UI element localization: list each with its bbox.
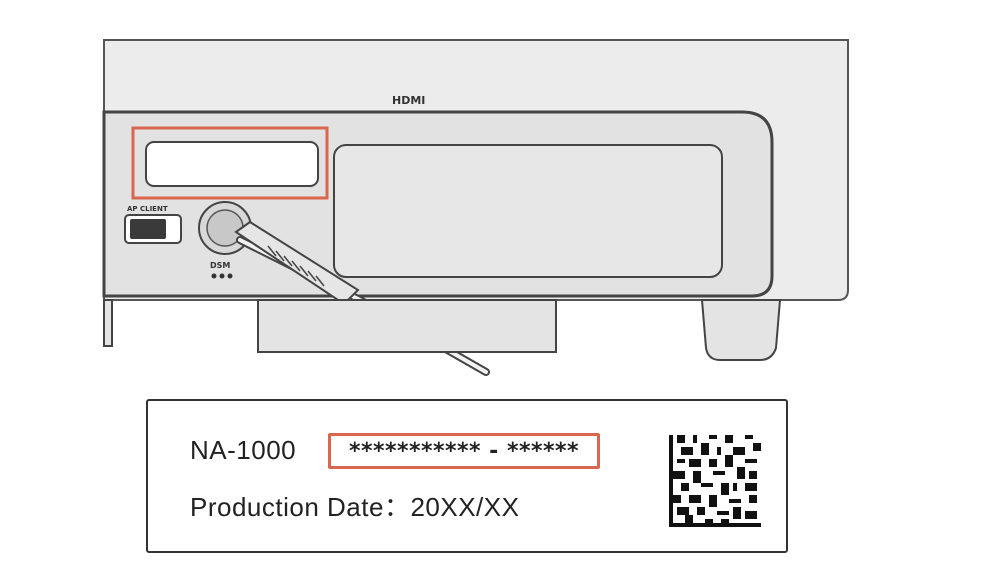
- device-base: [257, 299, 557, 353]
- connector-dot: [219, 273, 225, 279]
- qr-code-icon: [669, 435, 761, 527]
- label-slot-highlight: [131, 126, 329, 200]
- model-number: NA-1000: [190, 435, 297, 465]
- serial-number: *********** - ******: [348, 438, 580, 464]
- connector-dot: [227, 273, 233, 279]
- right-foot: [700, 299, 782, 361]
- connector-dot: [211, 273, 217, 279]
- switch-label: AP CLIENT: [127, 205, 168, 213]
- label-slot: [145, 141, 319, 187]
- production-date: Production Date：20XX/XX: [190, 492, 520, 522]
- left-foot: [103, 299, 113, 347]
- cable-plug: [234, 220, 360, 306]
- serial-number-highlight: *********** - ******: [328, 433, 600, 469]
- connector-label: DSM: [210, 261, 230, 270]
- panel-window: [333, 144, 723, 278]
- switch-knob: [130, 219, 166, 239]
- plug-grip: [267, 245, 325, 287]
- product-label-card: NA-1000 *********** - ****** Production …: [146, 399, 788, 553]
- port-label: HDMI: [392, 94, 425, 107]
